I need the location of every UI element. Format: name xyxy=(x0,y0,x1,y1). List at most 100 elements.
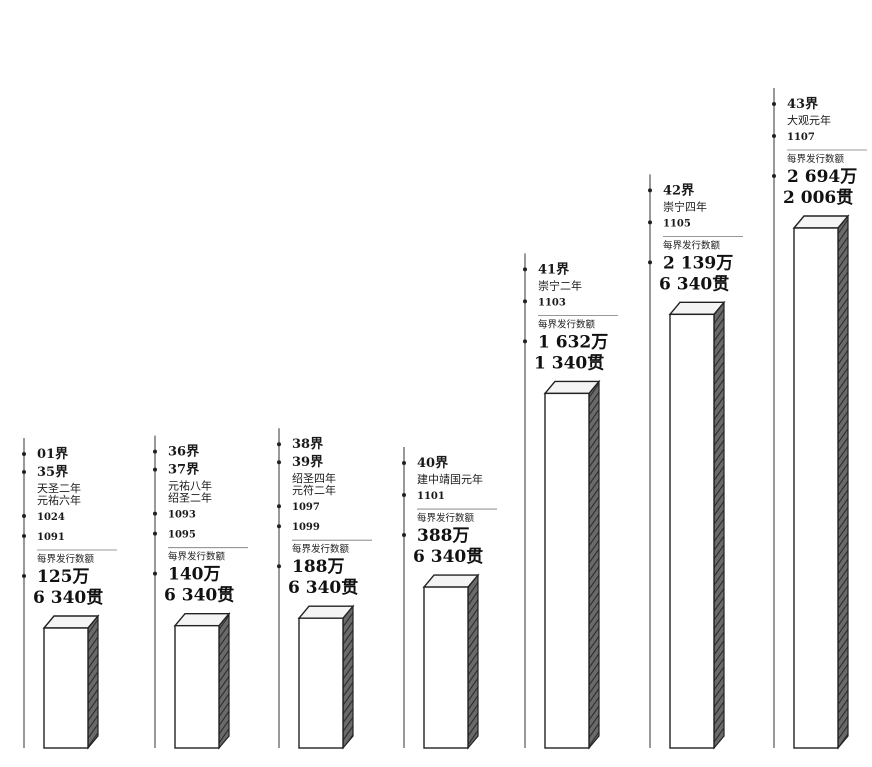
bar-top xyxy=(792,215,850,229)
timeline-dot xyxy=(22,452,26,456)
year-label: 1097 xyxy=(292,502,320,513)
bar-top xyxy=(42,615,100,629)
amount-value: 6 340贯 xyxy=(288,578,358,598)
year-label: 1107 xyxy=(787,132,815,143)
amount-value: 2 139万 xyxy=(663,253,733,273)
bar-front xyxy=(43,627,89,749)
bar-front xyxy=(423,586,469,749)
period-label: 37界 xyxy=(168,462,199,478)
timeline-dot xyxy=(22,514,26,518)
timeline-dot xyxy=(153,467,157,472)
bar-front xyxy=(174,624,220,749)
year-label: 1095 xyxy=(168,530,196,541)
bar-side xyxy=(588,379,600,750)
era-label: 天圣二年 xyxy=(37,481,81,495)
amount-caption: 每界发行数额 xyxy=(37,553,95,565)
amount-caption: 每界发行数额 xyxy=(787,153,845,165)
amount-value: 1 340贯 xyxy=(534,353,604,373)
bar-1 xyxy=(42,614,100,750)
timeline-dot xyxy=(402,461,406,466)
year-label: 1099 xyxy=(292,522,320,533)
timeline-dot xyxy=(153,531,157,536)
amount-value: 6 340贯 xyxy=(164,586,234,606)
bar-side xyxy=(467,573,479,750)
timeline-dot xyxy=(277,504,281,509)
period-label: 38界 xyxy=(292,436,323,452)
bar-top xyxy=(422,574,480,588)
timeline-dot xyxy=(648,260,652,265)
timeline-dot xyxy=(523,299,527,304)
bar-front xyxy=(544,392,590,749)
timeline-dot xyxy=(22,470,26,474)
timeline-dot xyxy=(153,571,157,576)
amount-value: 2 006贯 xyxy=(783,188,853,208)
amount-value: 388万 xyxy=(417,526,470,546)
amount-value: 1 632万 xyxy=(538,332,608,352)
timeline-dot xyxy=(772,134,776,138)
bar-top xyxy=(297,605,355,619)
timeline-dot xyxy=(277,564,281,569)
bar-4 xyxy=(422,573,480,750)
bar-5 xyxy=(543,379,601,750)
timeline-dot xyxy=(523,339,527,344)
amount-value: 6 340贯 xyxy=(33,588,103,608)
period-label: 40界 xyxy=(417,455,448,471)
bar-top xyxy=(668,301,726,316)
era-label: 元祐六年 xyxy=(37,493,81,507)
era-label: 绍圣四年 xyxy=(292,471,336,485)
bar-7 xyxy=(792,214,850,750)
period-label: 36界 xyxy=(168,444,199,460)
bar-front xyxy=(298,617,344,749)
bar-side xyxy=(837,214,849,750)
period-label: 01界 xyxy=(37,446,68,462)
timeline-dot xyxy=(402,493,406,498)
era-label: 崇宁四年 xyxy=(663,199,707,213)
timeline-dot xyxy=(153,449,157,454)
amount-caption: 每界发行数额 xyxy=(417,512,475,524)
timeline-dot xyxy=(772,102,776,106)
era-label: 崇宁二年 xyxy=(538,278,582,292)
period-label: 35界 xyxy=(37,464,68,480)
amount-value: 6 340贯 xyxy=(659,274,729,294)
year-label: 1105 xyxy=(663,218,691,229)
amount-value: 125万 xyxy=(37,567,90,587)
amount-caption: 每界发行数额 xyxy=(538,318,596,330)
timeline-dot xyxy=(22,574,26,578)
timeline-dot xyxy=(277,460,281,465)
period-label: 39界 xyxy=(292,454,323,470)
timeline-dot xyxy=(153,511,157,516)
timeline-dot xyxy=(772,174,776,178)
amount-value: 140万 xyxy=(168,565,221,585)
bar-6 xyxy=(668,300,726,750)
amount-caption: 每界发行数额 xyxy=(663,239,721,251)
bar-side xyxy=(342,604,354,750)
period-label: 41界 xyxy=(538,261,569,277)
bar-side xyxy=(87,614,99,750)
bar-top xyxy=(173,612,231,627)
era-label: 大观元年 xyxy=(787,113,831,127)
amount-caption: 每界发行数额 xyxy=(292,543,350,555)
period-label: 43界 xyxy=(787,96,818,112)
timeline-dot xyxy=(22,534,26,538)
bar-top xyxy=(543,380,601,395)
timeline-dot xyxy=(648,220,652,225)
amount-value: 2 694万 xyxy=(787,167,857,187)
bar-front xyxy=(669,313,715,749)
amount-value: 188万 xyxy=(292,557,345,577)
bar-side xyxy=(218,612,230,750)
timeline-dot xyxy=(277,442,281,447)
bar-2 xyxy=(173,612,231,750)
period-label: 42界 xyxy=(663,182,694,198)
year-label: 1091 xyxy=(37,532,65,543)
amount-value: 6 340贯 xyxy=(413,547,483,567)
timeline-dot xyxy=(648,188,652,193)
era-label: 元祐八年 xyxy=(168,479,212,493)
